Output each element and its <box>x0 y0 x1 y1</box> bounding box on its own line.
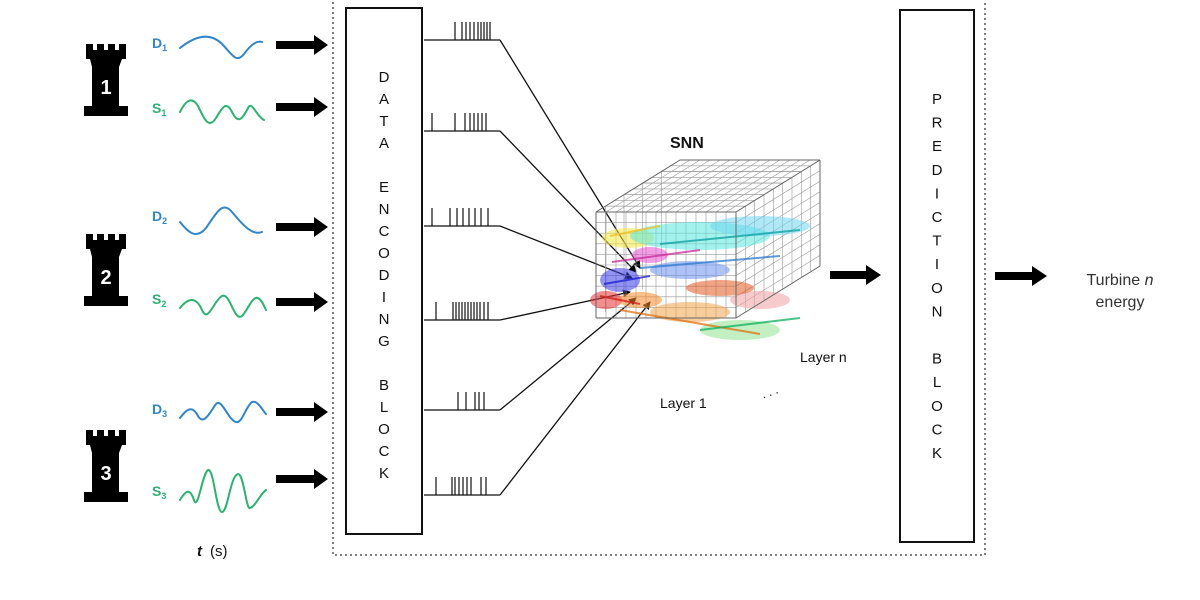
input-arrow-s2 <box>276 292 328 312</box>
spike-train-6 <box>424 477 500 496</box>
layer-ellipsis: . . . <box>759 383 779 402</box>
wave-s3 <box>179 468 267 514</box>
spike-train-4 <box>424 302 500 321</box>
spike-train-5 <box>424 392 500 411</box>
snn-input-connections <box>499 39 651 496</box>
wave-d3 <box>179 400 267 424</box>
input-arrow-s1 <box>276 97 328 117</box>
prediction-block <box>899 9 975 543</box>
output-label-line2: energy <box>1096 294 1145 311</box>
output-arrow <box>995 266 1047 286</box>
turbine-number: 3 <box>100 463 111 485</box>
input-arrow-d1 <box>276 35 328 55</box>
spike-train-3 <box>424 208 500 227</box>
turbine-number: 2 <box>100 267 111 289</box>
layer-first-label: Layer 1 <box>660 395 707 411</box>
signal-label-s3: S3 <box>152 483 166 501</box>
turbine-2: 2 <box>84 234 128 306</box>
wave-s1 <box>179 99 265 124</box>
wave-s2 <box>179 294 267 318</box>
wave-d1 <box>179 35 263 60</box>
time-axis-label: t(s) <box>197 543 228 560</box>
data-encoding-block <box>345 7 423 535</box>
spike-trains <box>424 22 500 496</box>
signal-label-d2: D2 <box>152 208 167 226</box>
signal-label-d1: D1 <box>152 35 167 53</box>
input-arrow-d2 <box>276 217 328 237</box>
signal-label-s1: S1 <box>152 100 166 118</box>
input-arrow-d3 <box>276 402 328 422</box>
layer-last-label: Layer n <box>800 349 847 365</box>
spike-train-2 <box>424 113 500 132</box>
snn-title: SNN <box>670 135 704 152</box>
wave-d2 <box>179 206 263 236</box>
snn-cube <box>590 159 821 340</box>
snn-to-prediction-arrow <box>830 265 881 285</box>
output-label-line1: Turbine n <box>1086 272 1153 289</box>
input-arrow-s3 <box>276 469 328 489</box>
dotted-system-frame <box>332 0 986 556</box>
turbine-3: 3 <box>84 430 128 502</box>
signal-label-d3: D3 <box>152 401 167 419</box>
turbine-number: 1 <box>100 77 111 99</box>
signal-label-s2: S2 <box>152 291 166 309</box>
turbine-1: 1 <box>84 44 128 116</box>
spike-train-1 <box>424 22 500 41</box>
